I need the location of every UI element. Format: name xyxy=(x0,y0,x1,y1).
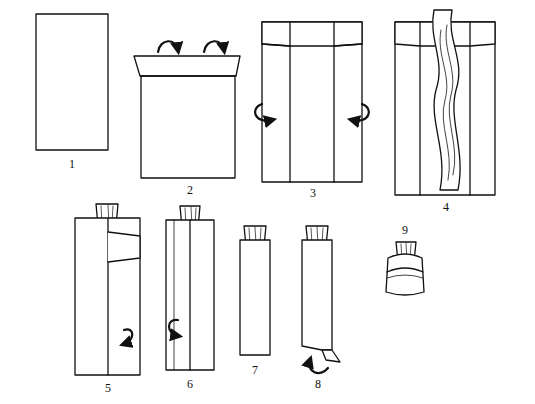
paper-sheet xyxy=(36,14,108,150)
step-number: 3 xyxy=(309,187,317,199)
folded-tube xyxy=(240,226,270,355)
step-number: 1 xyxy=(68,158,76,170)
paper-sheet-folding-top xyxy=(134,41,240,178)
paper-sheet-with-strip xyxy=(395,10,495,195)
paper-sheet-sides-folding xyxy=(255,22,369,182)
step-number: 7 xyxy=(251,364,259,376)
folded-tube-bottom-fold xyxy=(302,226,340,373)
step-number: 4 xyxy=(442,201,450,213)
finished-packet xyxy=(386,242,424,295)
step-number: 6 xyxy=(186,378,194,390)
folded-panel xyxy=(166,206,214,370)
step-number: 5 xyxy=(104,382,112,394)
folded-panel xyxy=(75,204,140,375)
step-number: 9 xyxy=(401,224,409,236)
step-number: 8 xyxy=(314,378,322,390)
step-number: 2 xyxy=(186,184,194,196)
